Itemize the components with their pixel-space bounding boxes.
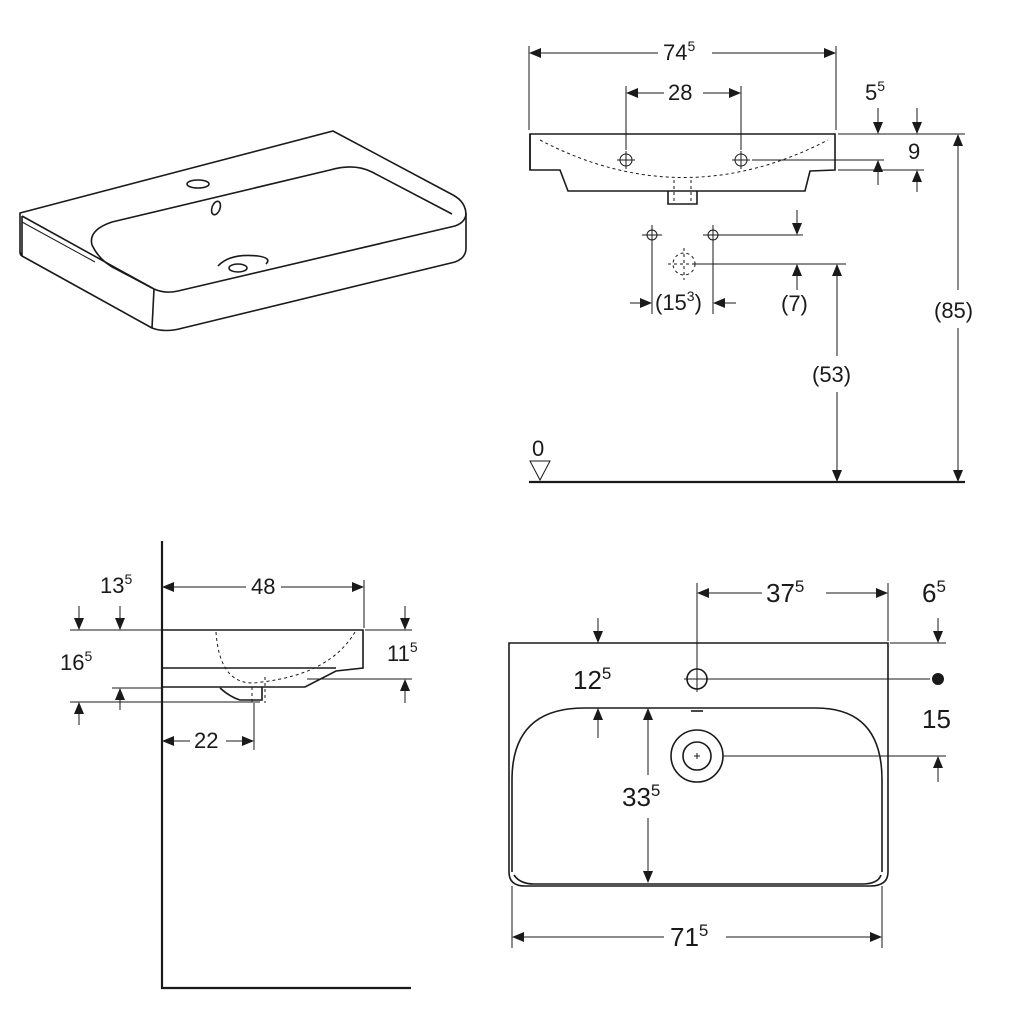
connection-spacing-label: (153) [655, 288, 702, 315]
tap-to-bowl-front-label: 335 [622, 781, 660, 812]
rim-height-side-label: 115 [387, 639, 418, 666]
wall-offset-label: 135 [100, 571, 132, 598]
isometric-view [19, 130, 467, 332]
tap-hole-offset-label: 375 [766, 577, 804, 608]
floor-level-label: 0 [532, 436, 544, 461]
total-height-label: 165 [60, 648, 92, 675]
bowl-width-label: 715 [670, 921, 708, 952]
connection-offset-label: (7) [781, 291, 808, 316]
tap-to-overflow-label: 15 [922, 704, 951, 734]
top-view: 375 65 125 15 335 715 [508, 577, 951, 952]
front-width-label: 745 [663, 38, 695, 65]
depth-label: 48 [251, 574, 275, 599]
back-to-tap-label: 125 [573, 664, 611, 695]
edge-offset-label: 65 [922, 577, 946, 608]
tap-height-label: 9 [908, 139, 920, 164]
waste-height-label: (53) [812, 362, 851, 387]
side-view: 48 135 165 115 22 [60, 541, 418, 990]
rim-depth-label: 55 [865, 78, 885, 105]
rim-height-label: (85) [934, 298, 973, 323]
front-view: 745 28 55 9 (153) (7) (53 [528, 38, 973, 484]
waste-offset-label: 22 [194, 728, 218, 753]
tap-spacing-label: 28 [668, 80, 692, 105]
